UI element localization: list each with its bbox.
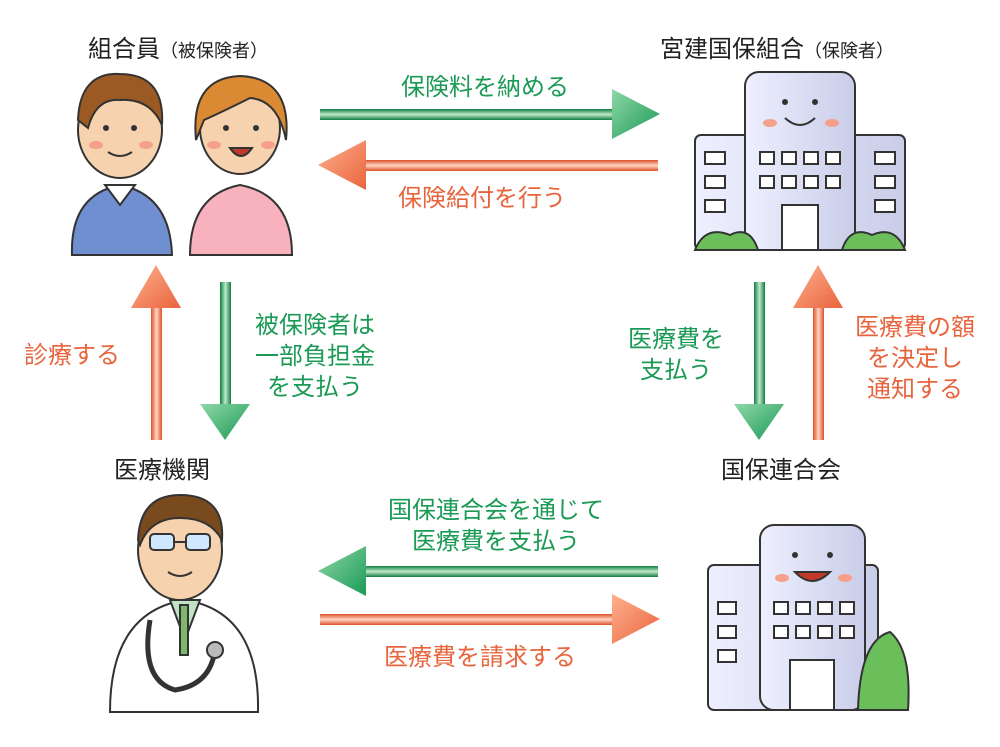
pay-via-fed-line-1: 国保連合会を通じて	[388, 496, 604, 524]
arrow-pay-fee	[734, 282, 784, 440]
medical-label: 医療機関	[114, 455, 210, 485]
building-small-illustration	[707, 524, 910, 711]
decide-fee-line-1: 医療費の額	[855, 313, 975, 341]
union-label: 宮建国保組合（保険者）	[660, 34, 894, 67]
arrow-decide-fee	[793, 265, 843, 440]
treatment-label: 診療する	[24, 341, 120, 369]
decide-fee-label: 医療費の額 を決定し 通知する	[855, 312, 975, 405]
copay-line-2: 一部負担金	[255, 342, 375, 370]
members-label: 組合員（被保険者）	[88, 34, 268, 67]
family-illustration	[70, 72, 294, 256]
copay-line-1: 被保険者は	[255, 311, 375, 339]
pay-premium-label: 保険料を納める	[401, 73, 569, 101]
doctor-illustration	[108, 493, 260, 713]
pay-fee-line-1: 医療費を	[628, 325, 724, 353]
pay-fee-label: 医療費を 支払う	[628, 324, 724, 386]
pay-via-fed-line-2: 医療費を支払う	[412, 527, 580, 555]
arrow-claim-fee	[320, 594, 660, 644]
decide-fee-line-2: を決定し	[867, 344, 963, 372]
federation-label: 国保連合会	[721, 455, 841, 485]
pay-via-fed-label: 国保連合会を通じて 医療費を支払う	[388, 495, 604, 557]
medical-name: 医療機関	[114, 456, 210, 484]
claim-fee-label: 医療費を請求する	[384, 643, 576, 671]
arrow-treatment	[131, 265, 181, 440]
decide-fee-line-3: 通知する	[867, 375, 963, 403]
benefits-label: 保険給付を行う	[398, 184, 566, 212]
copay-label: 被保険者は 一部負担金 を支払う	[255, 310, 375, 403]
members-name: 組合員	[88, 35, 160, 63]
union-name: 宮建国保組合	[660, 35, 804, 63]
members-sub: （被保険者）	[160, 41, 268, 62]
federation-name: 国保連合会	[721, 456, 841, 484]
pay-fee-line-2: 支払う	[640, 356, 712, 384]
copay-line-3: を支払う	[267, 373, 363, 401]
building-smiling-illustration	[693, 71, 907, 251]
union-sub: （保険者）	[804, 41, 894, 62]
arrow-copay	[200, 282, 250, 440]
